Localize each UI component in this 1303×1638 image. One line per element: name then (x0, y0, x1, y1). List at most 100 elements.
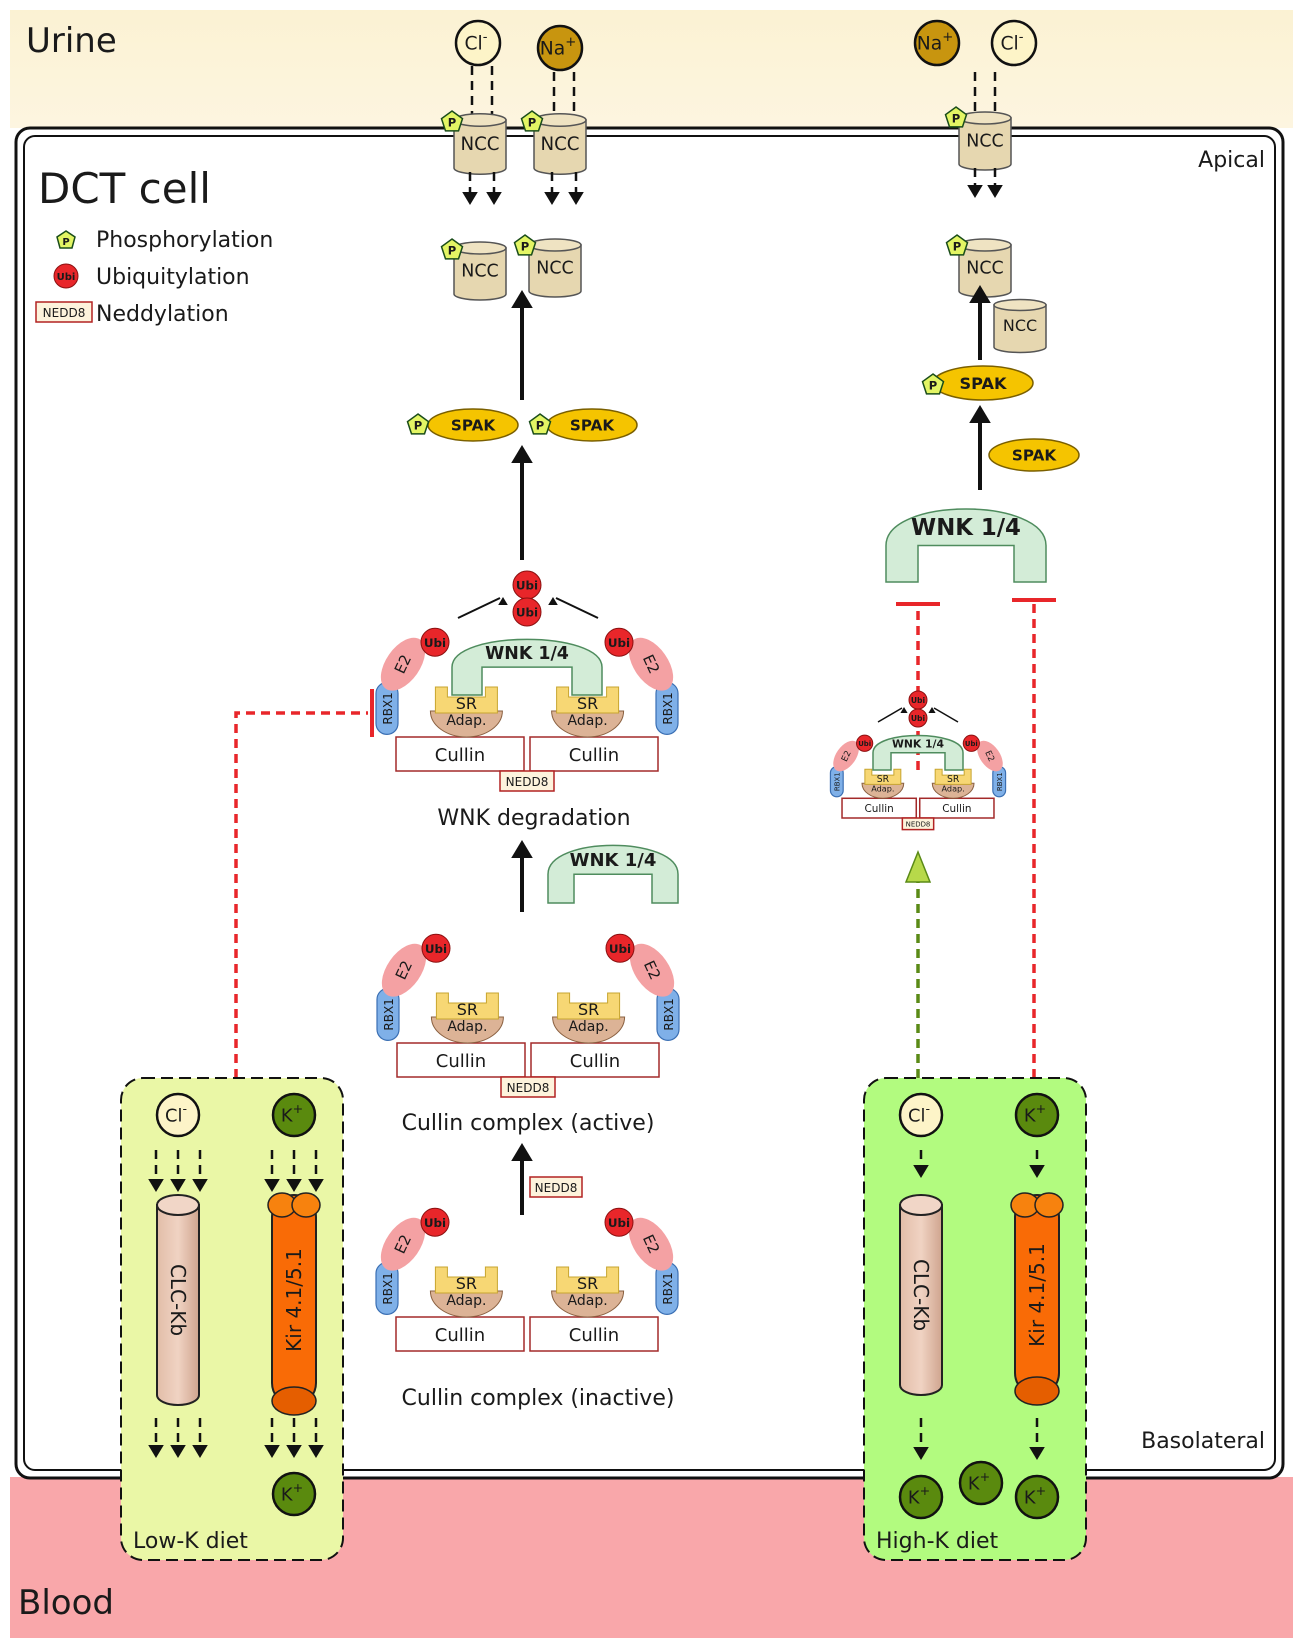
phospho-letter: P (414, 418, 422, 432)
spak-kinase: SPAK (427, 408, 519, 442)
transport-arrow (1029, 1150, 1045, 1178)
wnk-kinase: WNK 1/4 (451, 638, 603, 696)
ion-circle (913, 19, 961, 67)
phosphorylation-mark: P (520, 110, 544, 132)
e2-body (833, 740, 859, 772)
clckb-channel (156, 1204, 200, 1406)
rbx1-label: RBX1 (834, 772, 842, 791)
clckb-top (156, 1194, 200, 1216)
arrow-head (969, 405, 991, 423)
arrow-head (1029, 1447, 1045, 1460)
ubi-label: Ubi (516, 579, 538, 593)
transport-arrow (192, 1418, 208, 1458)
e2-body (629, 943, 675, 997)
transport-arrow (967, 168, 983, 198)
phospho-star (528, 413, 552, 435)
transport-arrow (148, 1150, 164, 1192)
ubi-circle (420, 1207, 450, 1237)
phospho-letter: P (448, 115, 456, 129)
k-ion: K+ (958, 1460, 1004, 1506)
ubi-label: Ubi (965, 740, 978, 748)
rbx1-label: RBX1 (662, 998, 676, 1030)
e2-body (628, 637, 674, 691)
neddylation-icon (35, 301, 93, 323)
cullin-label-left: Cullin (865, 803, 894, 815)
sr-substrate-receptor (434, 1266, 498, 1294)
phosphorylation-mark: P (406, 413, 430, 435)
ubiquitin: Ubi (604, 1207, 634, 1237)
sr-label: SR (577, 694, 598, 713)
legend-phosphorylation: Phosphorylation (96, 228, 273, 253)
ubi-transfer-line (877, 707, 903, 723)
ncc-label: NCC (536, 259, 573, 279)
ion-charge: + (1036, 1101, 1047, 1116)
ion-circle (271, 1092, 317, 1138)
cullin-box-right (529, 1316, 659, 1352)
inhibition-line (234, 711, 368, 1078)
na-ion: Na+ (913, 19, 961, 67)
ubiquitin: Ubi (420, 1207, 450, 1237)
activation-arrow (969, 285, 991, 360)
ubiquitin: Ubi (908, 690, 928, 710)
ion-circle (958, 1460, 1004, 1506)
ion-symbol: Cl- (908, 1101, 930, 1126)
arrow-head (969, 285, 991, 303)
phospho-letter: P (536, 418, 544, 432)
ion-circle (1014, 1474, 1060, 1520)
urine-label: Urine (26, 21, 117, 61)
sr-label: SR (457, 1000, 478, 1019)
ncc-transporter: NCC (958, 111, 1012, 171)
svg-text:P: P (62, 237, 69, 248)
arrow-head (544, 192, 560, 205)
cell-label: DCT cell (38, 164, 211, 213)
arrow-head (913, 1165, 929, 1178)
ubi-circle (420, 627, 450, 657)
e2-body (977, 740, 1003, 772)
phospho-star (513, 234, 537, 256)
activation-arrow (511, 445, 533, 560)
basolateral-label: Basolateral (1141, 1429, 1265, 1454)
sr-label: SR (578, 1000, 599, 1019)
ubiquitin: Ubi (605, 933, 635, 963)
arrow-head (192, 1179, 208, 1192)
transport-arrow (286, 1418, 302, 1458)
ncc-body (453, 247, 507, 301)
arrow-head (511, 840, 533, 858)
cullin-label-right: Cullin (569, 1325, 619, 1346)
ion-charge: + (293, 1480, 304, 1495)
phospho-star (945, 234, 969, 256)
phosphorylation-mark: P (513, 234, 537, 256)
adap-label: Adap. (568, 1293, 608, 1309)
ubiquitin: Ubi (512, 597, 542, 627)
arrow-head (928, 707, 936, 713)
ion-circle (898, 1474, 944, 1520)
sr-substrate-receptor (557, 992, 621, 1020)
transport-arrow (987, 168, 1003, 198)
svg-text:Ubi: Ubi (57, 272, 76, 283)
adap-label: Adap. (446, 1293, 486, 1309)
ion-circle (898, 1092, 944, 1138)
nedd8-box (500, 1076, 556, 1098)
transport-arrow (308, 1150, 324, 1192)
ion-circle (536, 24, 584, 72)
ncc-body (958, 117, 1012, 171)
adaptor (552, 1016, 626, 1044)
ubi-label: Ubi (858, 740, 871, 748)
cl-ion: Cl- (898, 1092, 944, 1138)
arrow-head (511, 1143, 533, 1161)
arrow-head (148, 1445, 164, 1458)
transport-arrow (148, 1418, 164, 1458)
cullin-inactive-label: Cullin complex (inactive) (402, 1386, 675, 1411)
adaptor (551, 710, 625, 738)
arrow-head (967, 185, 983, 198)
spak-label: SPAK (960, 374, 1007, 393)
